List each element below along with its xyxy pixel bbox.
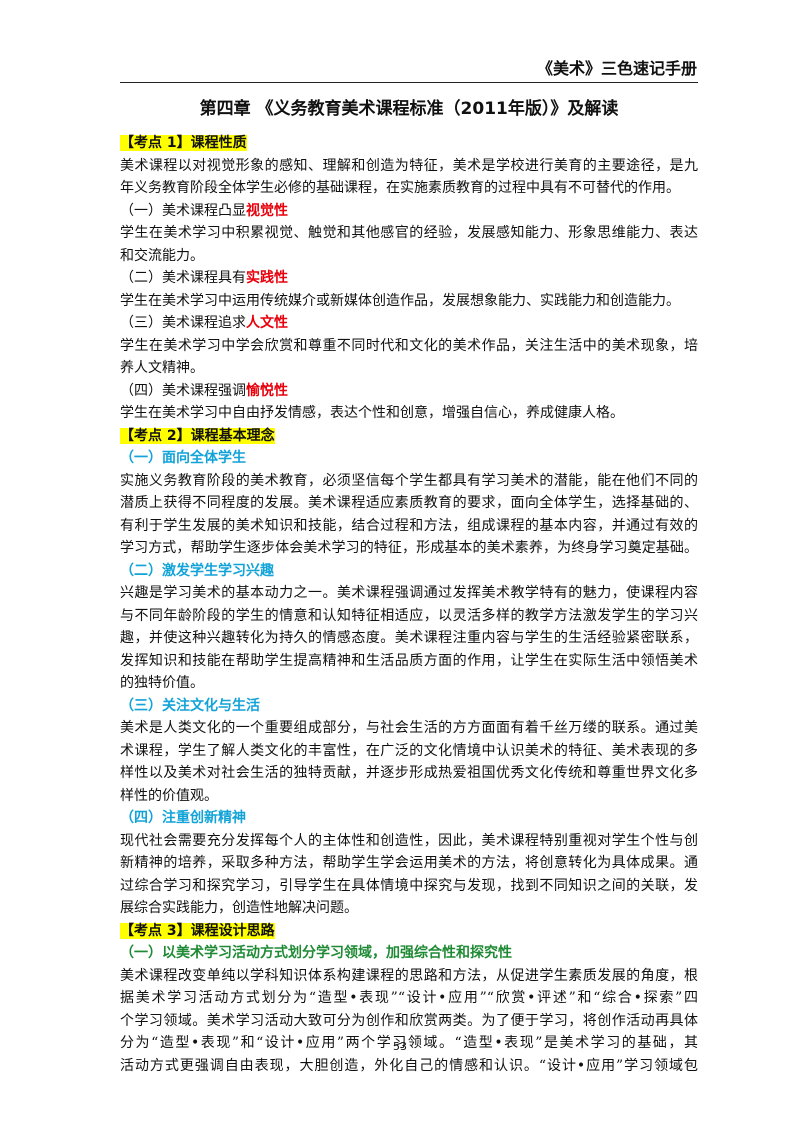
subheading-2-3: （三）关注文化与生活	[120, 697, 260, 714]
paragraph-line: 学生在美术学习中学会欣赏和尊重不同时代和文化的美术作品，关注生活中的美术现象，培	[120, 337, 698, 354]
page-content: 【考点 1】课程性质 美术课程以对视觉形象的感知、理解和创造为特征，美术是学校进…	[120, 132, 698, 1077]
section-heading-3-text: 【考点 3】课程设计思路	[120, 922, 275, 939]
paragraph-line: 展综合实践能力，创造性地解决问题。	[120, 900, 358, 916]
subheading-prefix: （四）美术课程强调	[120, 382, 246, 399]
paragraph-line: 学生在美术学习中自由抒发情感，表达个性和创意，增强自信心，养成健康人格。	[120, 405, 624, 421]
subheading-2-1: （一）面向全体学生	[120, 450, 246, 466]
paragraph-line: 个学习领域。美术学习活动大致可分为创作和欣赏两类。为了便于学习，将创作活动再具体	[120, 1012, 698, 1029]
paragraph-line: 学习方式，帮助学生逐步体会美术学习的特征，形成基本的美术素养，为终身学习奠定基础…	[120, 540, 698, 556]
subheading-1-4: （四）美术课程强调愉悦性	[120, 380, 698, 403]
paragraph-line: 实施义务教育阶段的美术教育，必须坚信每个学生都具有学习美术的潜能，能在他们不同的	[120, 472, 698, 489]
subheading-prefix: （二）美术课程具有	[120, 270, 246, 286]
paragraph-line: 养人文精神。	[120, 360, 204, 376]
subheading-3-1: （一）以美术学习活动方式划分学习领域，加强综合性和探究性	[120, 945, 512, 961]
keyword-red: 愉悦性	[246, 382, 288, 399]
paragraph-line: 趣，并使这种兴趣转化为持久的情感态度。美术课程注重内容与学生的生活经验紧密联系，	[120, 630, 698, 646]
paragraph-line: 活动方式更强调自由表现，大胆创造，外化自己的情感和认识。“设计•应用”学习领域包	[120, 1057, 698, 1074]
subheading-2-2: （二）激发学生学习兴趣	[120, 562, 274, 579]
paragraph-line: 和交流能力。	[120, 247, 204, 264]
paragraph-line: 过综合学习和探究学习，引导学生在具体情境中探究与发现，找到不同知识之间的关联，发	[120, 877, 698, 894]
section-heading-1: 【考点 1】课程性质	[120, 132, 698, 155]
subheading-1-1: （一）美术课程凸显视觉性	[120, 200, 698, 223]
keyword-red: 人文性	[246, 315, 288, 331]
subheading-prefix: （一）美术课程凸显	[120, 202, 246, 219]
paragraph-line: 美术课程以对视觉形象的感知、理解和创造为特征，美术是学校进行美育的主要途径，是九	[120, 157, 698, 174]
paragraph-line: 分为“造型•表现”和“设计•应用”两个学习领域。“造型•表现”是美术学习的基础，…	[120, 1035, 698, 1051]
paragraph-line: 兴趣是学习美术的基本动力之一。美术课程强调通过发挥美术教学特有的魅力，使课程内容	[120, 585, 698, 601]
paragraph-line: 与不同年龄阶段的学生的情意和认知特征相适应，以灵活多样的教学方法激发学生的学习兴	[120, 607, 698, 624]
paragraph-line: 美术课程改变单纯以学科知识体系构建课程的思路和方法，从促进学生素质发展的角度，根	[120, 967, 698, 984]
subheading-1-3: （三）美术课程追求人文性	[120, 312, 698, 335]
paragraph-line: 样性以及美术对社会生活的独特贡献，并逐步形成热爱祖国优秀文化传统和尊重世界文化多	[120, 765, 698, 781]
paragraph-line: 据美术学习活动方式划分为“造型•表现”“设计•应用”“欣赏•评述”和“综合•探索…	[120, 990, 698, 1006]
paragraph-line: 现代社会需要充分发挥每个人的主体性和创造性，因此，美术课程特别重视对学生个性与创	[120, 832, 698, 849]
chapter-title: 第四章 《义务教育美术课程标准（2011年版）》及解读	[199, 99, 619, 119]
page-number: 53	[393, 1040, 407, 1053]
subheading-1-2: （二）美术课程具有实践性	[120, 267, 698, 290]
paragraph-line: 美术是人类文化的一个重要组成部分，与社会生活的方方面面有着千丝万缕的联系。通过美	[120, 720, 698, 736]
paragraph-line: 的独特价值。	[120, 675, 204, 691]
paragraph-line: 学生在美术学习中积累视觉、触觉和其他感官的经验，发展感知能力、形象思维能力、表达	[120, 225, 698, 241]
paragraph-line: 有利于学生发展的美术知识和技能，结合过程和方法，组成课程的基本内容，并通过有效的	[120, 517, 698, 534]
paragraph-line: 发挥知识和技能在帮助学生提高精神和生活品质方面的作用，让学生在实际生活中领悟美术	[120, 652, 698, 669]
paragraph-line: 年义务教育阶段全体学生必修的基础课程，在实施素质教育的过程中具有不可替代的作用。	[120, 180, 680, 196]
paragraph-line: 新精神的培养，采取多种方法，帮助学生学会运用美术的方法，将创意转化为具体成果。通	[120, 855, 698, 871]
subheading-2-4: （四）注重创新精神	[120, 810, 246, 826]
section-heading-2-text: 【考点 2】课程基本理念	[120, 427, 275, 444]
section-heading-3: 【考点 3】课程设计思路	[120, 920, 698, 943]
subheading-prefix: （三）美术课程追求	[120, 315, 246, 331]
running-header: 《美术》三色速记手册	[536, 59, 697, 78]
keyword-red: 实践性	[246, 270, 288, 286]
paragraph-line: 术课程，学生了解人类文化的丰富性，在广泛的文化情境中认识美术的特征、美术表现的多	[120, 742, 698, 759]
section-heading-1-text: 【考点 1】课程性质	[120, 135, 247, 151]
paragraph-line: 学生在美术学习中运用传统媒介或新媒体创造作品，发展想象能力、实践能力和创造能力。	[120, 292, 680, 309]
paragraph-line: 样性的价值观。	[120, 787, 218, 804]
keyword-red: 视觉性	[246, 202, 288, 219]
header-rule	[120, 82, 698, 83]
section-heading-2: 【考点 2】课程基本理念	[120, 425, 698, 448]
paragraph-line: 潜质上获得不同程度的发展。美术课程适应素质教育的要求，面向全体学生，选择基础的、	[120, 495, 698, 511]
